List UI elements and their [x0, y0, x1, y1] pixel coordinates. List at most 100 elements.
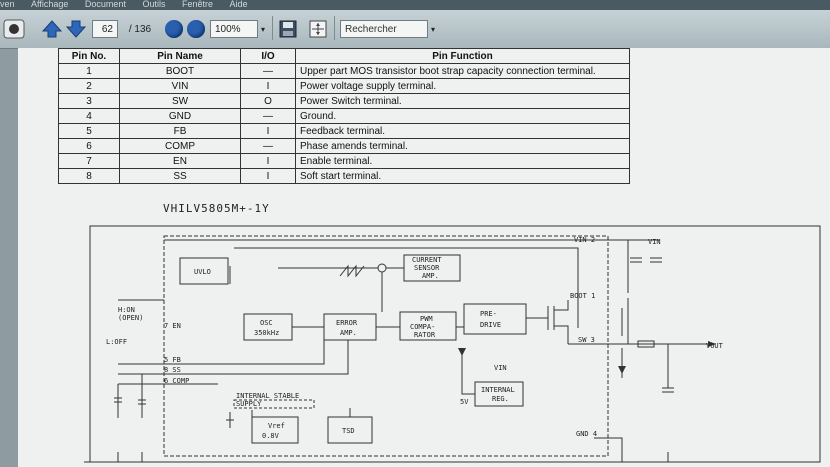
- sw3-label: SW 3: [578, 336, 595, 344]
- save-button[interactable]: [278, 19, 298, 39]
- predrive-label: PRE-: [480, 310, 497, 318]
- zoom-out-button[interactable]: [164, 19, 184, 39]
- arrow-down-icon: [66, 20, 86, 38]
- ground-symbol: [136, 452, 148, 463]
- vin-rail: [164, 239, 660, 293]
- search-dropdown-chevron-icon[interactable]: ▾: [430, 24, 435, 34]
- vref-label: 0.8V: [262, 432, 280, 440]
- 5v-label: 5V: [460, 398, 469, 406]
- toolbar-separator: [334, 16, 335, 40]
- toolbar: 62 / 136 100% ▾ Rechercher ▾: [0, 10, 830, 49]
- ss-capacitor: [114, 384, 122, 418]
- menu-item-tools[interactable]: Outils: [142, 0, 166, 9]
- fit-page-button[interactable]: [308, 19, 328, 39]
- pin-table: Pin No. Pin Name I/O Pin Function 1 BOOT…: [58, 48, 630, 184]
- output-capacitor: [662, 344, 674, 393]
- page-number-input[interactable]: 62: [92, 20, 118, 38]
- signal-path: [292, 317, 548, 328]
- next-page-button[interactable]: [66, 19, 86, 39]
- ground-symbol: [662, 452, 674, 463]
- current-sensor-label: AMP.: [422, 272, 439, 280]
- hand-tool-button[interactable]: [2, 19, 26, 39]
- predrive-label: DRIVE: [480, 321, 501, 329]
- vref-block: [251, 416, 299, 444]
- search-input[interactable]: Rechercher: [340, 20, 428, 38]
- boot1-label: BOOT 1: [570, 292, 595, 300]
- boot-diode-symbol: [618, 366, 626, 374]
- ic-boundary: [163, 235, 609, 457]
- vref-label: Vref: [268, 422, 285, 430]
- hand-icon: [3, 19, 25, 39]
- inductor-symbol: [637, 340, 655, 348]
- menu-item-edit[interactable]: ven: [0, 0, 15, 9]
- outer-frame: [89, 225, 821, 463]
- document-page: Pin No. Pin Name I/O Pin Function 1 BOOT…: [18, 48, 830, 467]
- arrow-up-icon: [42, 20, 62, 38]
- summing-node: [377, 263, 387, 273]
- menu-item-document[interactable]: Document: [84, 0, 126, 9]
- ground-symbol: [84, 452, 96, 463]
- fb-pin-label: 5 FB: [164, 356, 181, 364]
- l-off-label: L:OFF: [106, 338, 127, 346]
- tsd-label: TSD: [342, 427, 355, 435]
- menu-item-window[interactable]: Fenêtre: [182, 0, 214, 9]
- table-row: 6 COMP — Phase amends terminal.: [58, 138, 630, 154]
- block-diagram: UVLO CURRENT SENSOR AMP. OSC 350kHz ERRO…: [84, 225, 821, 463]
- internal-reg-label: INTERNAL: [481, 386, 515, 394]
- vout-arrow: [708, 341, 716, 347]
- ss-pin-label: 8 SS: [164, 366, 181, 374]
- uvlo-block: [179, 257, 229, 285]
- floppy-disk-icon: [279, 20, 297, 38]
- vin2-label: VIN 2: [574, 236, 595, 244]
- predrive-block: [463, 303, 527, 335]
- vout-label: VOUT: [706, 342, 724, 350]
- reg-line: [461, 348, 475, 395]
- zener-symbol: [226, 412, 234, 428]
- pwm-label: PWM: [420, 315, 433, 323]
- internal-reg-label: REG.: [492, 395, 509, 403]
- uvlo-label: UVLO: [194, 268, 211, 276]
- vin-ext-label: VIN: [648, 238, 661, 246]
- current-sensor-label: SENSOR: [414, 264, 440, 272]
- pwm-comparator-block: [399, 311, 457, 341]
- fb-path: [164, 340, 325, 365]
- supply-links: [251, 408, 351, 417]
- comp-capacitor: [138, 374, 146, 418]
- internal-stable-supply-block: [233, 399, 315, 409]
- osc-label: 350kHz: [254, 329, 279, 337]
- gnd4-label: GND 4: [576, 430, 597, 438]
- chevron-down-icon[interactable]: ▾: [260, 24, 265, 34]
- pwm-label: COMPA-: [410, 323, 435, 331]
- ss-path: [164, 340, 349, 375]
- zoom-in-button[interactable]: [186, 19, 206, 39]
- table-row: 2 VIN I Power voltage supply terminal.: [58, 78, 630, 94]
- zoom-in-icon: [187, 20, 205, 38]
- internal-rail: [234, 247, 579, 328]
- current-sensor-label: CURRENT: [412, 256, 442, 264]
- menu-bar: ven Affichage Document Outils Fenêtre Ai…: [0, 0, 830, 10]
- table-row: 1 BOOT — Upper part MOS transistor boot …: [58, 63, 630, 79]
- table-row: 8 SS I Soft start terminal.: [58, 168, 630, 184]
- menu-item-view[interactable]: Affichage: [31, 0, 69, 9]
- open-label: (OPEN): [118, 314, 143, 322]
- toolbar-separator: [272, 16, 273, 40]
- osc-label: OSC: [260, 319, 273, 327]
- table-row: 5 FB I Feedback terminal.: [58, 123, 630, 139]
- internal-stable-label: INTERNAL STABLE: [236, 392, 299, 400]
- input-capacitors: [630, 257, 662, 263]
- zoom-select[interactable]: 100%: [210, 20, 258, 38]
- vin-reg-label: VIN: [494, 364, 507, 372]
- ground-symbol: [616, 452, 628, 463]
- pin-number: 8: [58, 168, 120, 184]
- menu-item-help[interactable]: Aide: [229, 0, 248, 9]
- table-row: 4 GND — Ground.: [58, 108, 630, 124]
- diagram-title: VHILV5805M+-1Y: [163, 202, 270, 215]
- prev-page-button[interactable]: [42, 19, 62, 39]
- fb-ss-comp-lines: [118, 363, 164, 385]
- zoom-out-icon: [165, 20, 183, 38]
- pin-function: Soft start terminal.: [295, 168, 630, 184]
- ramp-path: [278, 267, 404, 312]
- comp-pin-label: 6 COMP: [164, 377, 189, 385]
- ground-symbol: [112, 452, 124, 463]
